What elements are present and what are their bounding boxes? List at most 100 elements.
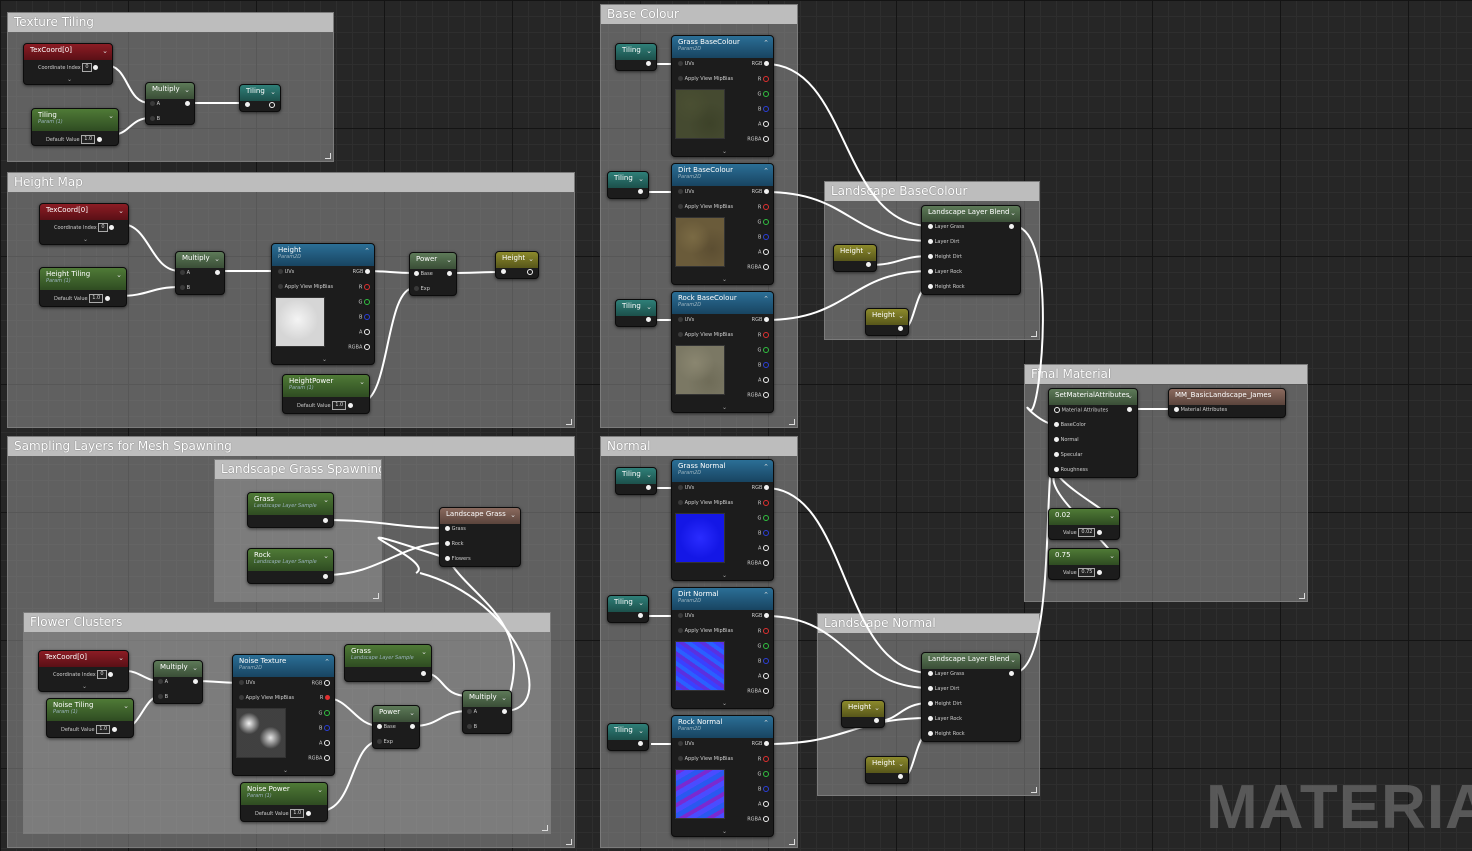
layer-dirt-pin[interactable]: Layer Dirt: [928, 239, 959, 246]
g-pin[interactable]: G: [758, 771, 769, 779]
layer-rock-pin[interactable]: Layer Rock: [928, 716, 962, 723]
grass-layer-sample-node[interactable]: GrassLandscape Layer Sample⌄: [247, 492, 334, 528]
texcoord-node[interactable]: TexCoord[0]⌄ Coordinate Index 0 ⌄: [23, 43, 113, 85]
output-pin[interactable]: [646, 485, 651, 492]
expand-chevron-icon[interactable]: ⌄: [722, 276, 727, 283]
output-pin[interactable]: [185, 101, 190, 108]
dirt-basecolour-texture-node[interactable]: Dirt BaseColourParam2D⌃ UVs Apply View M…: [671, 163, 774, 285]
roughness-constant-node[interactable]: 0.75⌄ Value 0.75: [1048, 548, 1120, 580]
chevron-up-icon[interactable]: ⌃: [763, 591, 769, 599]
mipbias-pin[interactable]: Apply View MipBias: [278, 284, 333, 291]
chevron-down-icon[interactable]: ⌄: [323, 552, 329, 560]
output-pin[interactable]: [269, 102, 275, 110]
rgb-pin[interactable]: RGB: [752, 317, 769, 324]
resize-grip[interactable]: [1031, 787, 1037, 793]
output-pin[interactable]: [410, 724, 415, 731]
chevron-down-icon[interactable]: ⌄: [116, 271, 122, 279]
r-pin[interactable]: R: [758, 628, 769, 636]
r-pin[interactable]: R: [320, 695, 330, 702]
output-pin[interactable]: [323, 518, 328, 525]
uvs-pin[interactable]: UVs: [678, 317, 694, 324]
expand-chevron-icon[interactable]: ⌄: [722, 700, 727, 707]
height-reroute-node[interactable]: Height⌄: [865, 308, 909, 336]
mipbias-pin[interactable]: Apply View MipBias: [678, 204, 733, 211]
expand-chevron-icon[interactable]: ⌄: [722, 572, 727, 579]
output-pin[interactable]: [108, 672, 113, 677]
output-pin[interactable]: [109, 225, 114, 230]
default-value-input[interactable]: 1.0: [81, 135, 95, 144]
output-pin[interactable]: [1127, 407, 1132, 414]
chevron-down-icon[interactable]: ⌄: [638, 175, 644, 183]
uvs-pin[interactable]: UVs: [278, 269, 294, 276]
chevron-down-icon[interactable]: ⌄: [510, 511, 516, 519]
g-pin[interactable]: G: [359, 299, 370, 307]
grass-basecolour-texture-node[interactable]: Grass BaseColourParam2D⌃ UVs Apply View …: [671, 35, 774, 157]
grass-pin[interactable]: Grass: [445, 526, 466, 533]
rgb-pin[interactable]: RGB: [752, 189, 769, 196]
layer-grass-pin[interactable]: Layer Grass: [928, 224, 964, 231]
resize-grip[interactable]: [789, 419, 795, 425]
resize-grip[interactable]: [542, 825, 548, 831]
multiply-node[interactable]: Multiply⌄ A B: [145, 82, 195, 125]
mipbias-pin[interactable]: Apply View MipBias: [678, 500, 733, 507]
a-pin[interactable]: A: [359, 329, 370, 337]
g-pin[interactable]: G: [319, 710, 330, 718]
chevron-down-icon[interactable]: ⌄: [638, 727, 644, 735]
rgba-pin[interactable]: RGBA: [747, 392, 769, 400]
b-pin[interactable]: B: [319, 725, 330, 733]
output-pin[interactable]: [193, 679, 198, 686]
pin-a[interactable]: A: [467, 709, 477, 716]
output-pin[interactable]: [638, 189, 643, 196]
chevron-down-icon[interactable]: ⌄: [646, 471, 652, 479]
chevron-down-icon[interactable]: ⌄: [359, 378, 365, 386]
chevron-down-icon[interactable]: ⌄: [866, 248, 872, 256]
multiply-node[interactable]: Multiply⌄ A B: [153, 660, 203, 704]
r-pin[interactable]: R: [758, 204, 769, 212]
mipbias-pin[interactable]: Apply View MipBias: [678, 756, 733, 763]
dirt-normal-texture-node[interactable]: Dirt NormalParam2D⌃ UVs Apply View MipBi…: [671, 587, 774, 709]
noise-tiling-param-node[interactable]: Noise TilingParam (1)⌄ Default Value 1.0: [46, 698, 134, 738]
chevron-down-icon[interactable]: ⌄: [646, 303, 652, 311]
a-pin[interactable]: A: [758, 801, 769, 809]
a-pin[interactable]: A: [758, 673, 769, 681]
grass-layer-sample-node[interactable]: GrassLandscape Layer Sample⌄: [344, 644, 432, 682]
multiply-node[interactable]: Multiply⌄ A B: [462, 690, 512, 734]
b-pin[interactable]: B: [359, 314, 370, 322]
default-value-input[interactable]: 1.0: [290, 809, 304, 818]
normal-pin[interactable]: Normal: [1054, 437, 1079, 444]
rgba-pin[interactable]: RGBA: [747, 688, 769, 696]
basecolor-pin[interactable]: BaseColor: [1054, 422, 1086, 429]
chevron-down-icon[interactable]: ⌄: [421, 648, 427, 656]
chevron-down-icon[interactable]: ⌄: [184, 86, 190, 94]
tiling-reroute-node[interactable]: Tiling⌄: [615, 467, 657, 495]
landscape-layer-blend-node[interactable]: Landscape Layer Blend⌄ Layer Grass Layer…: [921, 652, 1021, 742]
chevron-down-icon[interactable]: ⌄: [409, 709, 415, 717]
resize-grip[interactable]: [1031, 331, 1037, 337]
height-reroute-node[interactable]: Height⌄: [865, 756, 909, 784]
chevron-up-icon[interactable]: ⌃: [763, 167, 769, 175]
uvs-pin[interactable]: UVs: [678, 61, 694, 68]
height-dirt-pin[interactable]: Height Dirt: [928, 254, 962, 261]
base-pin[interactable]: Base: [414, 271, 433, 278]
output-pin[interactable]: [898, 326, 903, 333]
pin-b[interactable]: B: [180, 285, 190, 292]
rgb-pin[interactable]: RGB: [752, 613, 769, 620]
output-pin[interactable]: [638, 613, 643, 620]
base-pin[interactable]: Base: [377, 724, 396, 731]
material-attributes-pin[interactable]: Material Attributes: [1054, 407, 1108, 415]
output-pin[interactable]: [1009, 224, 1014, 231]
expand-chevron-icon[interactable]: ⌄: [82, 683, 87, 690]
tiling-reroute-node[interactable]: Tiling⌄: [607, 171, 649, 199]
roughness-pin[interactable]: Roughness: [1054, 467, 1088, 474]
expand-chevron-icon[interactable]: ⌄: [722, 828, 727, 835]
noise-texture-node[interactable]: Noise TextureParam2D⌃ UVs Apply View Mip…: [232, 654, 335, 776]
output-pin[interactable]: [527, 269, 533, 277]
resize-grip[interactable]: [789, 839, 795, 845]
multiply-node[interactable]: Multiply⌄ A B: [175, 251, 225, 295]
layer-grass-pin[interactable]: Layer Grass: [928, 671, 964, 678]
landscape-layer-blend-node[interactable]: Landscape Layer Blend⌄ Layer Grass Layer…: [921, 205, 1021, 295]
chevron-down-icon[interactable]: ⌄: [1109, 512, 1115, 520]
chevron-down-icon[interactable]: ⌄: [102, 47, 108, 55]
rgb-pin[interactable]: RGB: [752, 61, 769, 68]
chevron-down-icon[interactable]: ⌄: [1109, 552, 1115, 560]
